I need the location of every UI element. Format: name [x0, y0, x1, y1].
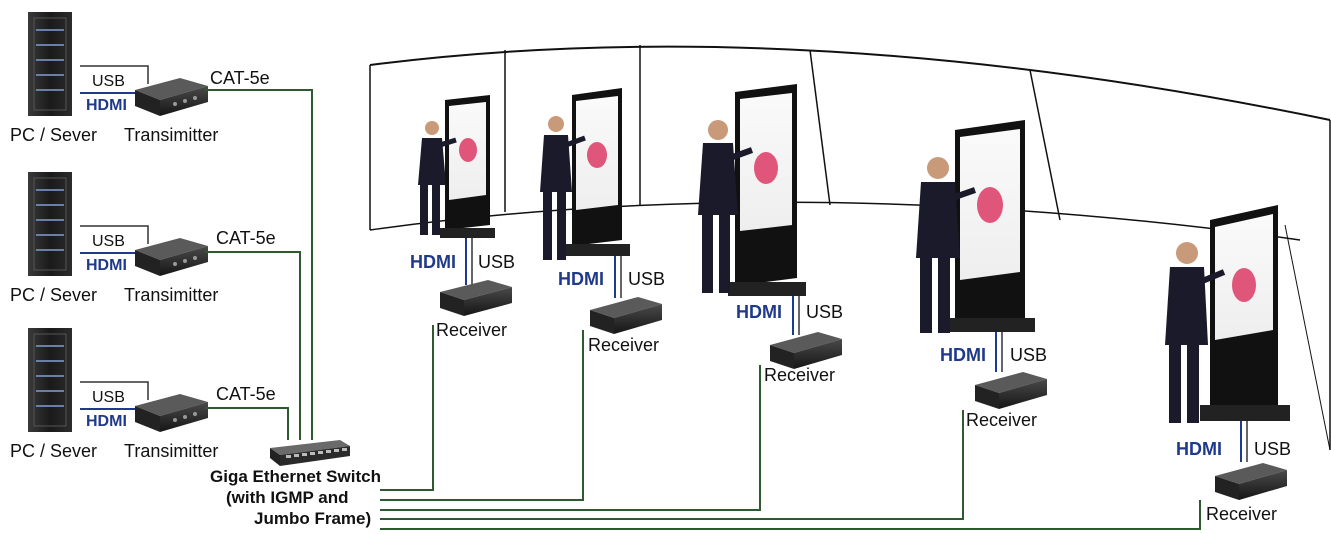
cat5e-cable	[205, 251, 301, 440]
hdmi-label: HDMI	[86, 413, 127, 430]
downlink-cable	[380, 365, 761, 511]
transmitter-icon	[135, 394, 208, 432]
cat5e-uplinks	[205, 89, 313, 440]
receiver-label: Receiver	[436, 320, 507, 340]
computer-label: PC / Sever	[10, 285, 97, 305]
transmitter-icon	[135, 238, 208, 276]
downlink-cable	[380, 330, 584, 501]
usb-cable	[80, 65, 149, 84]
cable-label: CAT-5e	[216, 228, 276, 248]
hdmi-label: HDMI	[410, 252, 456, 272]
ethernet-switch-icon	[270, 440, 350, 466]
transmitter-label: Transimitter	[124, 441, 218, 461]
transmitter-label: Transimitter	[124, 125, 218, 145]
computer-label: PC / Sever	[10, 441, 97, 461]
cat5e-cable	[205, 89, 313, 440]
usb-label: USB	[806, 302, 843, 322]
usb-label: USB	[92, 389, 125, 406]
person-icon	[916, 157, 976, 333]
downlink-cable	[380, 500, 1201, 530]
hdmi-label: HDMI	[86, 257, 127, 274]
person-icon	[540, 116, 586, 260]
receiver-label: Receiver	[1206, 504, 1277, 524]
kiosk-display-icon	[950, 120, 1035, 332]
hdmi-label: HDMI	[940, 345, 986, 365]
receiver-label: Receiver	[588, 335, 659, 355]
receiver-icon	[440, 280, 512, 316]
wall-panel-divider	[1029, 69, 1061, 221]
usb-label: USB	[1010, 345, 1047, 365]
usb-cable	[80, 381, 149, 400]
transmitter-icon	[135, 78, 208, 116]
usb-label: USB	[1254, 439, 1291, 459]
server-tower-icon	[28, 172, 72, 276]
wall-bottom-edge	[369, 201, 1301, 241]
wall-top-edge	[369, 45, 1331, 121]
source-row: USB HDMI CAT-5e PC / Sever Transimitter	[10, 172, 276, 305]
receiver-icon	[1215, 463, 1287, 500]
server-tower-icon	[28, 12, 72, 116]
hdmi-label: HDMI	[86, 97, 127, 114]
hdmi-label: HDMI	[558, 269, 604, 289]
receiver-label: Receiver	[764, 365, 835, 385]
wall-panel-divider	[1284, 224, 1331, 451]
source-row: USB HDMI CAT-5e PC / Sever Transimitter	[10, 328, 276, 461]
computer-label: PC / Sever	[10, 125, 97, 145]
hdmi-label: HDMI	[1176, 439, 1222, 459]
receiver-icon	[975, 372, 1047, 409]
downlink-cables	[380, 325, 1201, 530]
wall-panel-divider	[809, 49, 831, 206]
usb-label: USB	[92, 73, 125, 90]
kiosk-display-icon	[565, 88, 630, 256]
usb-label: USB	[478, 252, 515, 272]
source-row: USB HDMI CAT-5e PC / Sever Transimitter	[10, 12, 270, 145]
kiosk-display-icon	[440, 95, 495, 238]
kiosk-display-icon	[1200, 205, 1290, 421]
downlink-cable	[380, 410, 964, 520]
downlink-cable	[380, 325, 434, 491]
switch-label-line: (with IGMP and	[226, 488, 348, 507]
usb-label: USB	[92, 233, 125, 250]
switch-label-line: Giga Ethernet Switch	[210, 467, 381, 486]
kiosk-display-icon	[728, 84, 806, 296]
hdmi-label: HDMI	[736, 302, 782, 322]
cable-label: CAT-5e	[216, 384, 276, 404]
person-icon	[1165, 242, 1226, 423]
person-icon	[698, 120, 754, 293]
receiver-label: Receiver	[966, 410, 1037, 430]
display-station: HDMI USB Receiver	[698, 84, 843, 385]
usb-label: USB	[628, 269, 665, 289]
usb-cable	[80, 225, 149, 244]
receiver-icon	[590, 297, 662, 334]
receiver-icon	[770, 332, 842, 369]
cable-label: CAT-5e	[210, 68, 270, 88]
display-station: HDMI USB Receiver	[916, 120, 1047, 430]
display-station: HDMI USB Receiver	[540, 88, 665, 355]
display-station: HDMI USB Receiver	[1165, 205, 1291, 524]
switch-label-line: Jumbo Frame)	[254, 509, 371, 528]
server-tower-icon	[28, 328, 72, 432]
display-station: HDMI USB Receiver	[410, 95, 515, 340]
person-icon	[418, 121, 457, 235]
cat5e-cable	[205, 407, 289, 440]
display-wall	[369, 45, 1331, 451]
transmitter-label: Transimitter	[124, 285, 218, 305]
